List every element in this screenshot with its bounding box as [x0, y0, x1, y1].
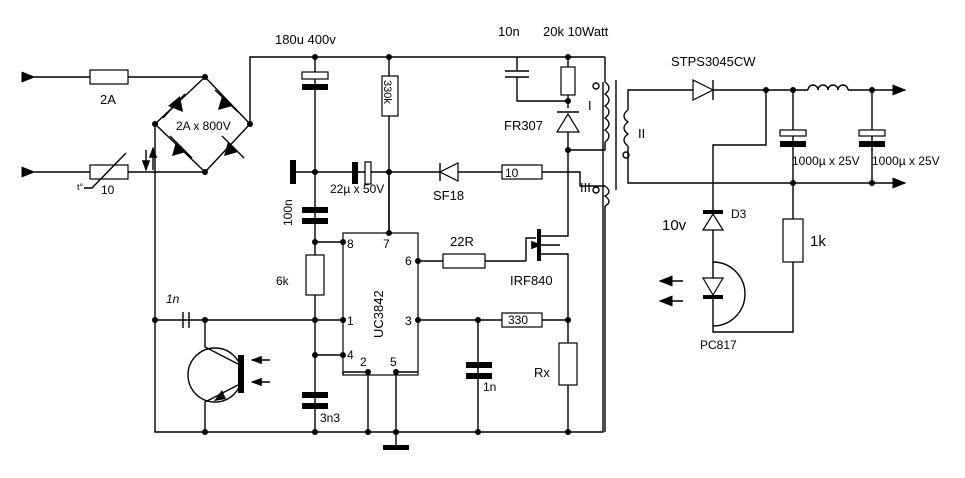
- pin3-label: 3: [405, 314, 412, 328]
- aux-diode-label: SF18: [433, 188, 464, 203]
- ic-wiring: [155, 172, 568, 432]
- opto-led: [701, 261, 794, 333]
- vref-cap-label: 100n: [281, 199, 295, 226]
- pin6-label: 6: [405, 254, 412, 268]
- fb-cap-label: 1n: [166, 292, 180, 306]
- cs-capacitor: [466, 320, 492, 432]
- startup-res-label: 330k: [381, 80, 393, 104]
- output-diode-label: STPS3045CW: [671, 54, 756, 69]
- ntc-label: 10: [101, 183, 115, 197]
- ground-symbol: [383, 432, 409, 450]
- ntc-thermistor: t°: [77, 152, 129, 192]
- bulk-cap-label: 180u 400v: [275, 32, 336, 47]
- cs-res-label: 330: [508, 313, 528, 327]
- feedback-resistor: [782, 183, 804, 263]
- aux-cap-label: 22µ x 50V: [330, 182, 384, 196]
- snub-diode-label: FR307: [504, 118, 543, 133]
- aux-resistor: [501, 164, 543, 180]
- out-cap2-label: 1000µ x 25V: [872, 154, 940, 168]
- transformer: [568, 80, 893, 207]
- vref-capacitor: [302, 172, 328, 242]
- snub-cap-label: 10n: [498, 24, 520, 39]
- hv-rail: [249, 56, 606, 124]
- fuse-label: 2A: [100, 92, 116, 107]
- cs-cap-label: 1n: [483, 380, 496, 394]
- mosfet-label: IRF840: [510, 273, 553, 288]
- opto-light-arrows-out: [658, 275, 683, 307]
- ct-label: 3n3: [320, 411, 340, 425]
- snubber-resistor: [560, 66, 576, 108]
- snubber-capacitor: [505, 57, 568, 102]
- pin8-label: 8: [347, 237, 354, 251]
- snubber-diode: [555, 111, 581, 150]
- output-capacitor-1: [779, 90, 807, 183]
- bulk-capacitor: [301, 57, 329, 170]
- output-capacitor-2: [858, 90, 886, 183]
- bridge-rectifier: [154, 76, 251, 173]
- ic-label: UC3842: [371, 290, 386, 338]
- aux-res-label: 10: [505, 166, 519, 180]
- zener-label: D3: [731, 207, 747, 221]
- zener-value-label: 10v: [662, 217, 687, 234]
- pin5-label: 5: [390, 355, 397, 369]
- sense-resistor: [558, 320, 578, 432]
- aux-diode: [438, 162, 459, 182]
- fuse: [89, 69, 129, 85]
- bridge-label: 2A x 800V: [176, 119, 231, 133]
- pin4-label: 4: [347, 348, 354, 362]
- out-cap1-label: 1000µ x 25V: [792, 154, 860, 168]
- uc3842-ic: [342, 232, 419, 376]
- gate-resistor: [442, 253, 486, 269]
- fb-capacitor: [182, 312, 190, 328]
- fb-res-label: 1k: [810, 233, 826, 250]
- snub-res-label: 20k 10Watt: [543, 24, 609, 39]
- winding-I-label: I: [588, 98, 592, 113]
- zener-diode: [701, 90, 767, 262]
- svg-text:t°: t°: [77, 182, 84, 192]
- opto-label: PC817: [700, 338, 737, 352]
- current-arrows: [141, 146, 158, 172]
- gate-res-label: 22R: [450, 234, 474, 249]
- pin2-label: 2: [360, 355, 367, 369]
- aux-wiring: [295, 171, 606, 432]
- rt-label: 6k: [276, 274, 290, 288]
- ground-rail: [154, 82, 604, 433]
- rsense-label: Rx: [534, 365, 550, 380]
- cs-resistor: [501, 312, 543, 328]
- winding-III-label: III: [580, 180, 591, 195]
- phototransistor: [187, 320, 244, 432]
- winding-II-label: II: [638, 126, 645, 141]
- ct-capacitor: [302, 392, 328, 409]
- mosfet: [525, 150, 569, 320]
- aux-left-plate: [290, 160, 296, 184]
- output-inductor: [807, 84, 907, 96]
- aux-capacitor: [352, 161, 372, 185]
- rt-resistor: [305, 242, 325, 432]
- pin7-label: 7: [383, 237, 390, 251]
- pin1-label: 1: [347, 314, 354, 328]
- opto-light-arrows-in: [250, 355, 270, 387]
